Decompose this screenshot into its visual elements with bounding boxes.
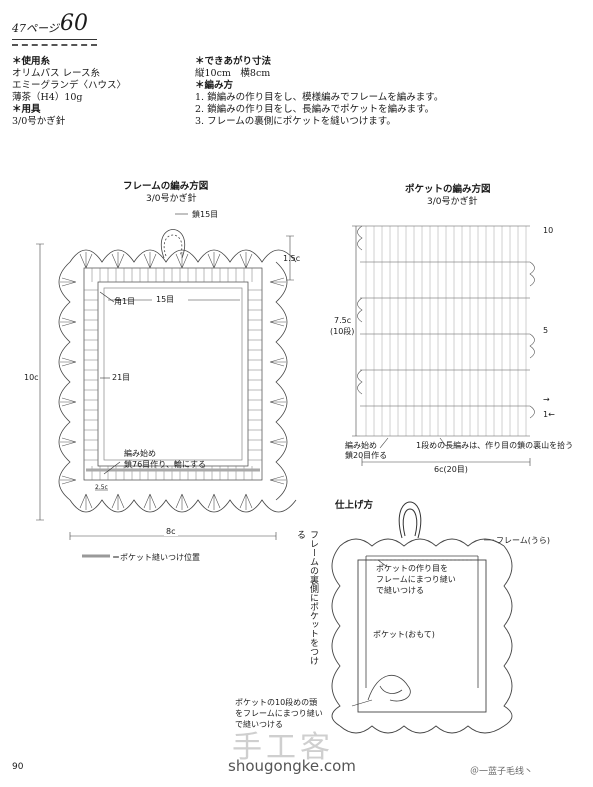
pocket-note: 1段めの長編みは、作り目の鎖の裏山を拾う (416, 441, 574, 450)
yarn-brand: オリムパス レース糸 (12, 68, 101, 79)
pocket-row-5: 5 (543, 326, 549, 335)
pocket-dimensions (352, 225, 531, 466)
pocket-height-2: (10段) (330, 327, 355, 336)
assembly-vertical-note: フレームの裏側にポケットをつける (295, 530, 318, 665)
assembly-cast-3: で縫いつける (376, 586, 424, 595)
watermark-url: shougongke.com (228, 757, 356, 775)
frame-leaders (99, 213, 240, 475)
frame-width: 8c (164, 527, 178, 536)
page-prefix: 47ページ (12, 22, 59, 35)
pocket-width: 6c(20目) (432, 464, 470, 475)
frame-height-label: 1.5c (283, 254, 301, 263)
frame-side-count: 21目 (112, 373, 131, 382)
assembly-leaders (351, 539, 494, 707)
assembly-top-sew-2: をフレームにまつり縫い (235, 709, 323, 718)
frame-inner-bands (83, 267, 263, 481)
frame-hanging-loop (161, 229, 185, 259)
header-rule (12, 39, 97, 40)
frame-top-count: 15目 (156, 295, 175, 304)
pocket-start-1: 編み始め (345, 441, 377, 450)
legend-text: ＝ポケット縫いつけ位置 (112, 553, 200, 562)
hook-size: 3/0号かぎ針 (12, 116, 66, 127)
frame-chain-label: 鎖15目 (192, 210, 219, 219)
frame-start-1: 編み始め (124, 449, 156, 458)
assembly-top-sew-1: ポケットの10段めの頭 (235, 698, 318, 707)
frame-start-2: 鎖76目作り、輪にする (124, 460, 206, 469)
frame-dimensions (36, 235, 294, 540)
pocket-stitch-grid (360, 225, 530, 437)
yarn-heading: ＊使用糸 (12, 56, 51, 67)
pocket-turning-chains (357, 225, 535, 419)
frame-outer-scallops (58, 249, 297, 513)
pocket-row-10: 10 (543, 226, 554, 235)
watermark-logo: 手工客 (232, 730, 334, 765)
frame-chart-hook: 3/0号かぎ針 (146, 194, 197, 204)
pocket-row-arrow: → (543, 395, 550, 404)
frame-fan-stitches (60, 252, 286, 510)
assembly-cast-2: フレームにまつり縫い (376, 575, 456, 584)
step-3: 3. フレームの裏側にポケットを縫いつけます。 (195, 116, 396, 127)
pocket-chart-title: ポケットの編み方図 (405, 184, 491, 195)
assembly-frame-label: フレーム(うら) (496, 536, 551, 545)
size-heading: ＊できあがり寸法 (195, 56, 272, 67)
pocket-start-2: 鎖20目作る (345, 451, 388, 460)
weibo-handle: ＠一蓝子毛线丶 (470, 767, 534, 777)
header-dash (12, 44, 97, 46)
page-footer-number: 90 (12, 762, 24, 772)
frame-total-height: 10c (24, 373, 39, 382)
pocket-height-1: 7.5c (334, 316, 352, 325)
assembly-pocket (365, 555, 479, 702)
assembly-top-sew-3: で縫いつける (235, 720, 283, 729)
assembly-title: 仕上げ方 (335, 500, 374, 511)
page-number: 60 (60, 11, 88, 36)
materials-block: ＊使用糸 オリムパス レース糸 エミーグランデ〈ハウス〉 薄茶（H4）10g ＊… (12, 56, 126, 128)
frame-band-ticks (84, 268, 262, 480)
method-heading: ＊編み方 (195, 80, 234, 91)
finish-block: ＊できあがり寸法 縦10cm 横8cm ＊編み方 1. 鎖編みの作り目をし、模様… (195, 56, 443, 128)
yarn-color: 薄茶（H4）10g (12, 92, 83, 103)
frame-small-label: 2.5c (95, 484, 108, 491)
assembly-loop (398, 501, 422, 539)
step-2: 2. 鎖編みの作り目をし、長編みでポケットを編みます。 (195, 104, 435, 115)
assembly-pocket-face: ポケット(おもて) (373, 630, 435, 639)
frame-chart-title: フレームの編み方図 (123, 181, 209, 192)
frame-corner-label: 角1目 (114, 297, 136, 306)
step-1: 1. 鎖編みの作り目をし、模様編みでフレームを編みます。 (195, 92, 444, 103)
size-value: 縦10cm 横8cm (195, 68, 271, 79)
assembly-frame-outline (331, 538, 513, 734)
tools-heading: ＊用具 (12, 104, 41, 115)
assembly-cast-1: ポケットの作り目を (376, 564, 448, 573)
yarn-name: エミーグランデ〈ハウス〉 (12, 80, 127, 91)
pocket-row-1: 1← (543, 410, 555, 419)
pocket-chart-hook: 3/0号かぎ針 (427, 197, 478, 207)
